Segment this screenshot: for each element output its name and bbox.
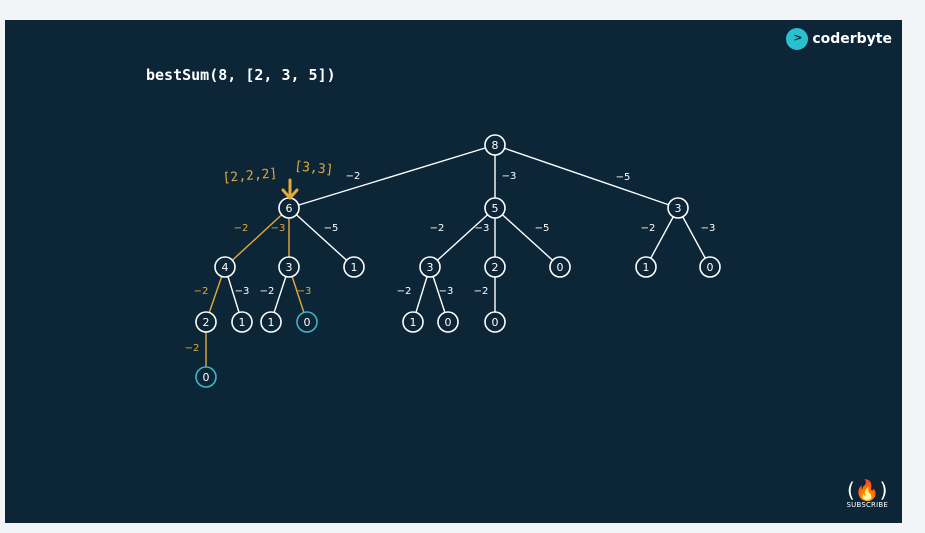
edge-label: −2 xyxy=(397,286,412,297)
svg-text:2: 2 xyxy=(203,316,210,329)
tree-node: 1 xyxy=(260,311,282,333)
edge-label: −2 xyxy=(260,286,275,297)
function-call-title: bestSum(8, [2, 3, 5]) xyxy=(146,66,336,84)
edge-label: −3 xyxy=(235,286,250,297)
tree-node: 6 xyxy=(278,197,300,219)
tree-node: 0 xyxy=(296,311,318,333)
coderbyte-mark-icon: > xyxy=(786,28,809,50)
tree-node: 1 xyxy=(635,256,657,278)
tree-node: 3 xyxy=(667,197,689,219)
edge-label: −2 xyxy=(194,286,209,297)
down-arrow-icon xyxy=(281,178,299,200)
tree-node: 4 xyxy=(214,256,236,278)
edge-label: −2 xyxy=(185,343,200,354)
edge-label: −2 xyxy=(234,223,249,234)
svg-text:0: 0 xyxy=(304,316,311,329)
edge-label: −2 xyxy=(474,286,489,297)
tree-edge xyxy=(645,207,679,268)
svg-text:1: 1 xyxy=(351,261,358,274)
tree-edge xyxy=(224,207,290,268)
svg-text:4: 4 xyxy=(222,261,229,274)
tree-node: 1 xyxy=(343,256,365,278)
svg-text:6: 6 xyxy=(286,202,293,215)
svg-text:0: 0 xyxy=(492,316,499,329)
edge-label: −3 xyxy=(701,223,716,234)
path-annotation-b: [3,3] xyxy=(294,159,334,178)
edge-label: −3 xyxy=(475,223,490,234)
tree-node: 0 xyxy=(484,311,506,333)
tree-edge xyxy=(429,207,496,268)
tree-edge xyxy=(677,207,711,268)
slide: −2 −3 −5 −2 −3 −5 −2 −3 −5 −2 −3 −2 −3 −2 −3 −2 −3 −2 −2 8 6… xyxy=(5,20,902,523)
svg-text:1: 1 xyxy=(239,316,246,329)
tree-edge xyxy=(288,144,496,209)
svg-text:1: 1 xyxy=(268,316,275,329)
svg-text:0: 0 xyxy=(445,316,452,329)
subscribe-button[interactable]: (🔥) SUBSCRIBE xyxy=(846,479,888,509)
edge-label: −3 xyxy=(297,286,312,297)
path-annotation-a: [2,2,2] xyxy=(222,166,278,186)
coderbyte-logo[interactable]: > coderbyte xyxy=(786,28,892,50)
tree-node: 1 xyxy=(402,311,424,333)
fire-icon: (🔥) xyxy=(846,478,888,502)
tree-node: 0 xyxy=(195,366,217,388)
tree-edge xyxy=(288,207,355,268)
tree-node: 8 xyxy=(484,134,506,156)
tree-node: 0 xyxy=(549,256,571,278)
svg-text:0: 0 xyxy=(203,371,210,384)
edge-label: −3 xyxy=(271,223,286,234)
tree-edge xyxy=(494,207,561,268)
tree-node: 0 xyxy=(699,256,721,278)
edge-label: −2 xyxy=(641,223,656,234)
edge-label: −5 xyxy=(616,172,631,183)
tree-edge xyxy=(494,144,679,209)
recursion-tree-diagram: −2 −3 −5 −2 −3 −5 −2 −3 −5 −2 −3 −2 −3 −2 −3 −2 −3 −2 −2 8 6… xyxy=(185,134,721,388)
svg-text:0: 0 xyxy=(707,261,714,274)
tree-node: 0 xyxy=(437,311,459,333)
edge-label: −5 xyxy=(324,223,339,234)
svg-text:8: 8 xyxy=(492,139,499,152)
svg-text:1: 1 xyxy=(643,261,650,274)
subscribe-label: SUBSCRIBE xyxy=(846,501,888,509)
edge-label: −3 xyxy=(502,171,517,182)
brand-name: coderbyte xyxy=(812,31,892,47)
tree-node: 1 xyxy=(231,311,253,333)
edge-label: −2 xyxy=(346,171,361,182)
edge-label: −3 xyxy=(439,286,454,297)
svg-text:0: 0 xyxy=(557,261,564,274)
tree-node: 3 xyxy=(419,256,441,278)
svg-text:3: 3 xyxy=(427,261,434,274)
svg-text:3: 3 xyxy=(675,202,682,215)
svg-text:5: 5 xyxy=(492,202,499,215)
edge-label: −5 xyxy=(535,223,550,234)
tree-node: 2 xyxy=(484,256,506,278)
tree-node: 5 xyxy=(484,197,506,219)
tree-node: 3 xyxy=(278,256,300,278)
edge-label: −2 xyxy=(430,223,445,234)
svg-text:1: 1 xyxy=(410,316,417,329)
svg-text:2: 2 xyxy=(492,261,499,274)
tree-node: 2 xyxy=(195,311,217,333)
svg-text:3: 3 xyxy=(286,261,293,274)
